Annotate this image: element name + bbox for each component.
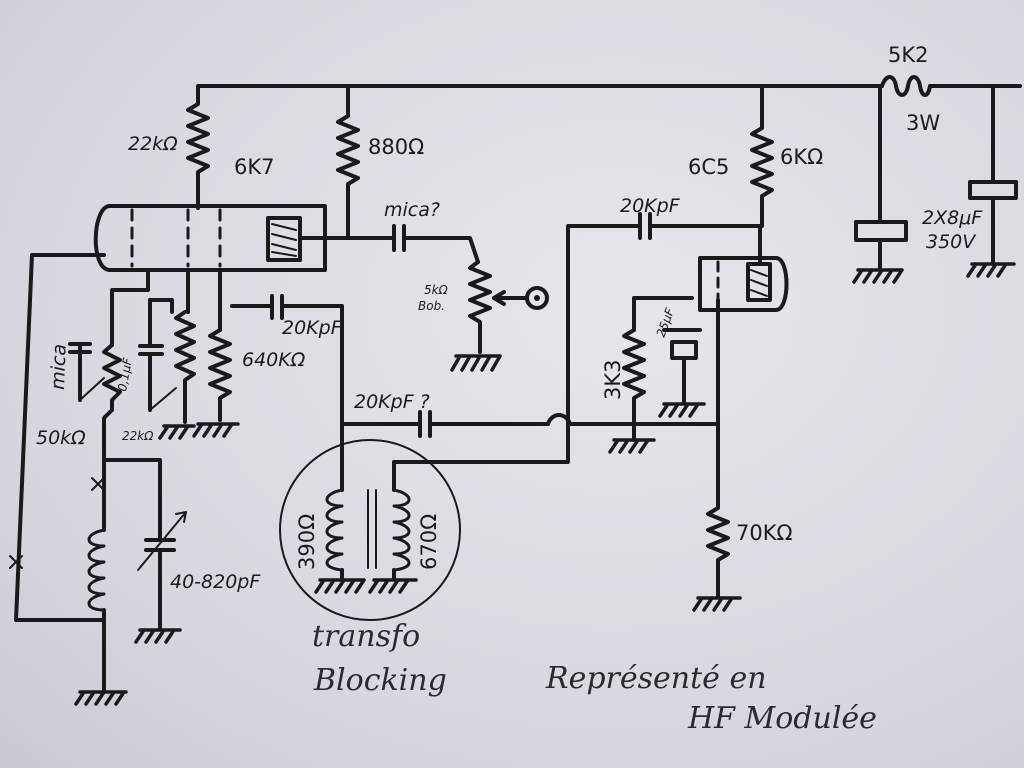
- resistor-880: [336, 84, 360, 240]
- resistor-22k-top: [186, 84, 210, 210]
- resistor-70k: [692, 298, 742, 612]
- potentiometer-5k: [450, 260, 549, 372]
- blocking-transformer: [279, 224, 642, 621]
- label-r-5k2-watt: 3W: [906, 111, 940, 135]
- label-cap-20k-mid: 20KpF: [282, 317, 343, 339]
- potentiometer-50k: [68, 342, 122, 462]
- label-tube-6k7: 6K7: [234, 155, 275, 179]
- capacitor-0-1uf: [138, 298, 174, 412]
- label-cap-0-1: 0,1μF: [115, 356, 135, 393]
- label-r-70k: 70KΩ: [736, 521, 793, 545]
- label-r-22k-top: 22kΩ: [128, 133, 178, 155]
- label-cap-20k-bottom: 20KpF ?: [354, 391, 430, 413]
- label-r-3k3: 3K3: [601, 360, 625, 401]
- label-note-represented: Représenté en: [545, 661, 767, 696]
- label-r-22k-bottom: 22kΩ: [122, 429, 154, 443]
- resistor-5k2: [880, 75, 932, 97]
- resistor-640k: [192, 328, 240, 438]
- label-cap-350v: 350V: [926, 231, 977, 253]
- tube-6k7: [93, 204, 347, 272]
- label-r-880: 880Ω: [368, 135, 424, 159]
- resistor-6k: [750, 84, 774, 228]
- tube-6c5: [632, 224, 789, 332]
- label-cap-2x8: 2X8μF: [922, 207, 983, 229]
- label-cap-mica-q: mica?: [384, 199, 440, 221]
- label-transfo: transfo: [312, 619, 420, 654]
- label-xfmr-670: 670Ω: [417, 514, 441, 570]
- label-pot-5k: 5kΩ: [424, 283, 449, 297]
- label-r-6k: 6KΩ: [780, 145, 823, 169]
- label-xfmr-390: 390Ω: [295, 514, 319, 570]
- left-circuit-wiring: [14, 253, 344, 622]
- label-r-5k2: 5K2: [888, 43, 929, 67]
- label-cap-mica-left: mica: [47, 344, 71, 391]
- label-cap-20k-top: 20KpF: [620, 195, 681, 217]
- label-pot-50k: 50kΩ: [36, 427, 86, 449]
- capacitor-20k-bottom: [340, 410, 612, 438]
- label-r-640k: 640KΩ: [242, 349, 306, 371]
- label-pot-bob: Bob.: [418, 299, 445, 313]
- resistor-22k-bottom: [149, 310, 196, 440]
- label-cap-var: 40-820pF: [170, 571, 261, 593]
- label-note-hf: HF Modulée: [687, 701, 877, 736]
- label-blocking: Blocking: [313, 663, 447, 698]
- cathode-network: [608, 328, 720, 454]
- label-tube-6c5: 6C5: [688, 155, 729, 179]
- oscillator-tank: [9, 458, 187, 706]
- capacitor-mica: [343, 224, 480, 264]
- filter-capacitors: [852, 84, 1018, 284]
- label-cap-25uf: 25μF: [654, 305, 678, 339]
- capacitor-20k-top: [638, 212, 762, 240]
